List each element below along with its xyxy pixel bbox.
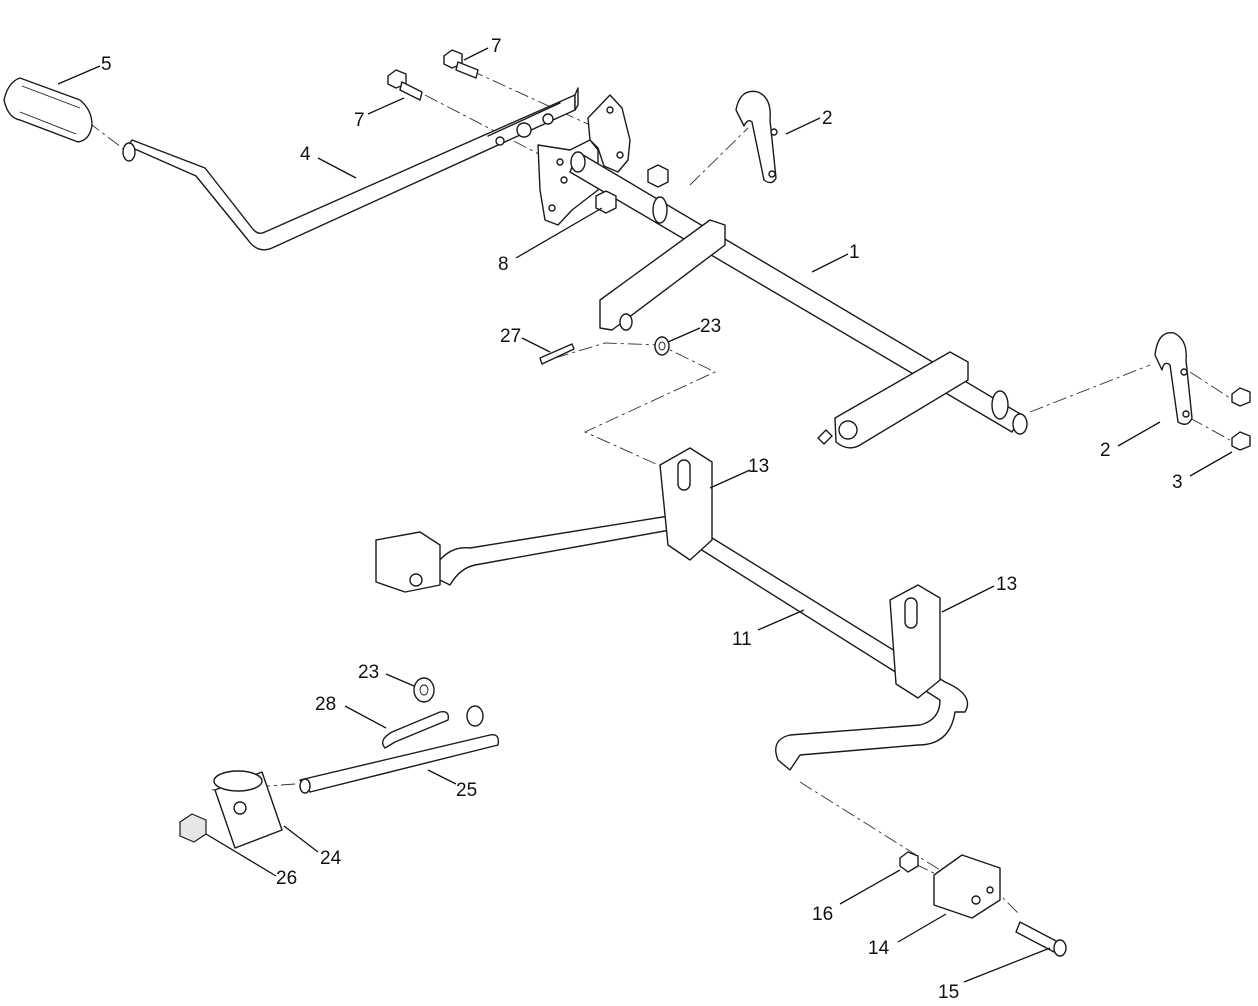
- part-23-washer-lower: [413, 677, 435, 703]
- part-4-handle: [122, 87, 579, 251]
- callout-4: 4: [300, 144, 311, 165]
- callout-14: 14: [868, 938, 890, 959]
- callout-23a: 23: [700, 316, 721, 337]
- part-5-grip: [3, 77, 93, 143]
- part-13-plate-front: [659, 447, 713, 561]
- part-28-hairpin: [382, 710, 450, 749]
- callout-16: 16: [812, 904, 833, 925]
- callout-7a: 7: [491, 36, 502, 57]
- part-26-nut: [179, 813, 207, 843]
- callout-28: 28: [315, 694, 336, 715]
- part-15-bolt: [1015, 921, 1067, 957]
- part-27-cotter-pin: [539, 343, 575, 365]
- part-24-sleeve: [213, 770, 283, 849]
- callout-13a: 13: [748, 456, 769, 477]
- callout-11: 11: [732, 629, 752, 650]
- callout-2a: 2: [822, 108, 833, 129]
- callout-7b: 7: [354, 110, 365, 131]
- part-16-nut: [899, 851, 919, 873]
- callout-15: 15: [938, 982, 959, 1003]
- part-8-nuts: [595, 164, 669, 214]
- callout-labels: 5 7 7 4 2 8 1 27 23 2 3 13 13 11 23 28 2…: [101, 36, 1183, 1003]
- part-13-plate-rear: [889, 584, 941, 699]
- callout-13b: 13: [996, 574, 1017, 595]
- part-7-bolts: [387, 49, 479, 101]
- callout-8: 8: [498, 254, 509, 275]
- callout-25: 25: [456, 780, 477, 801]
- callout-2b: 2: [1100, 440, 1111, 461]
- part-2-bracket-upper: [735, 90, 778, 184]
- callout-24: 24: [320, 848, 342, 869]
- part-1-shaft: [569, 151, 1028, 449]
- callout-26: 26: [276, 868, 297, 889]
- part-3-bolts: [1231, 387, 1251, 451]
- callout-1: 1: [849, 242, 860, 263]
- callout-5: 5: [101, 54, 112, 75]
- callout-3: 3: [1172, 472, 1183, 493]
- part-2-bracket-lower: [1154, 331, 1193, 425]
- callout-leaders: [57, 47, 1233, 983]
- callout-27: 27: [500, 326, 521, 347]
- part-23-washer-upper: [654, 336, 670, 356]
- part-25-rod: [299, 705, 500, 794]
- part-11-lift-arm: [375, 514, 969, 771]
- callout-23b: 23: [358, 662, 379, 683]
- part-14-block: [933, 854, 1001, 919]
